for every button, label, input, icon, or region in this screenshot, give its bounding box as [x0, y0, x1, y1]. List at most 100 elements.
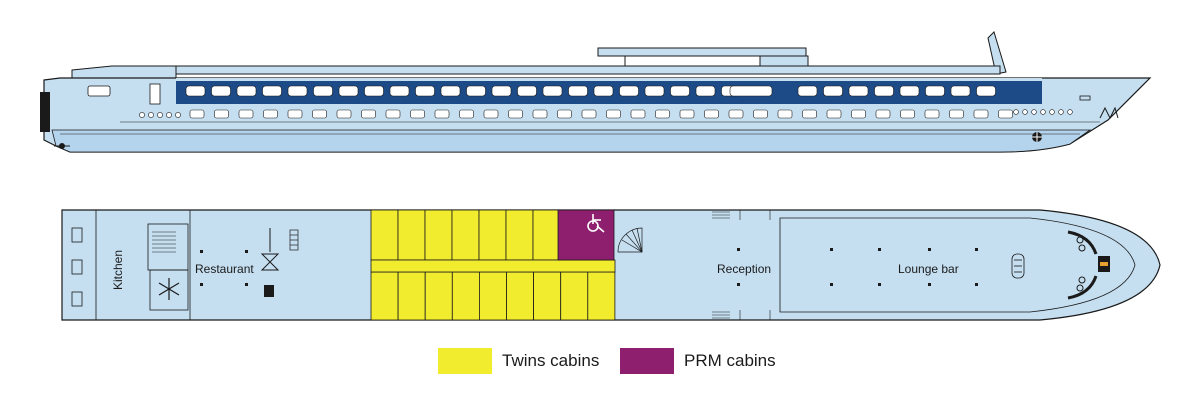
lower-window [385, 109, 401, 119]
lower-window [459, 109, 474, 119]
twin-cabin [478, 209, 507, 261]
lower-window [410, 109, 425, 119]
twin-cabin [370, 209, 399, 261]
lower-window [557, 109, 572, 119]
lounge-outline [779, 217, 1136, 313]
porthole [1013, 109, 1019, 115]
lower-window [924, 109, 940, 119]
prm-cabin [557, 209, 615, 261]
lower-window [777, 109, 793, 119]
upper-window [491, 85, 512, 97]
upper-window [619, 85, 639, 97]
upper-window [695, 85, 716, 97]
lower-window [753, 109, 768, 119]
lower-window [483, 109, 499, 119]
twin-cabin [560, 271, 589, 321]
upper-window [950, 85, 971, 97]
lower-window [973, 109, 989, 119]
lower-window [214, 109, 229, 119]
lower-window [238, 109, 254, 119]
cabin-corridor [370, 259, 616, 273]
upper-window [313, 85, 333, 97]
lower-windows [189, 109, 1013, 119]
twin-cabin [397, 209, 426, 261]
twin-cabin [532, 209, 561, 261]
label-restaurant: Restaurant [195, 262, 254, 276]
upper-window [848, 85, 869, 97]
bow-mooring [1067, 230, 1110, 300]
twin-cabin [505, 209, 534, 261]
lower-window [508, 109, 523, 119]
upper-window [517, 85, 537, 97]
porthole [148, 112, 154, 118]
lower-window [581, 109, 597, 119]
upper-window [185, 85, 206, 97]
upper-window [670, 85, 690, 97]
legend-swatch-prm [620, 348, 674, 374]
lower-window [679, 109, 695, 119]
legend-item-prm: PRM cabins [620, 348, 776, 374]
lower-window [728, 109, 744, 119]
porthole [1031, 109, 1037, 115]
wheelchair-icon [587, 214, 605, 233]
lower-window [949, 109, 964, 119]
restaurant-column [264, 285, 274, 297]
porthole [1049, 109, 1055, 115]
label-lounge-bar: Lounge bar [898, 262, 959, 276]
spiral-staircase-icon [617, 227, 643, 253]
bow-emblem [1099, 106, 1119, 120]
upper-window [262, 85, 282, 97]
cold-room [149, 269, 189, 311]
lower-window [606, 109, 621, 119]
twin-cabin [451, 271, 480, 321]
twin-cabin [397, 271, 426, 321]
porthole [1022, 109, 1028, 115]
porthole [157, 112, 163, 118]
porthole [1058, 109, 1064, 115]
upper-window [568, 85, 588, 97]
portholes [139, 109, 1073, 118]
lower-window [704, 109, 719, 119]
porthole [1040, 109, 1046, 115]
twin-cabin [478, 271, 507, 321]
upper-window [364, 85, 384, 97]
lower-window [263, 109, 278, 119]
hourglass-icon [260, 228, 280, 271]
reception-vents [712, 210, 771, 320]
lower-window [802, 109, 817, 119]
twin-cabin [506, 271, 535, 321]
upper-window [874, 85, 894, 97]
upper-windows [185, 85, 996, 97]
upper-window [389, 85, 410, 97]
restaurant-vent [289, 229, 299, 251]
porthole [139, 112, 145, 118]
twin-cabin [587, 271, 616, 321]
upper-window [542, 85, 563, 97]
upper-window [440, 85, 461, 97]
upper-window [899, 85, 920, 97]
twin-cabins [370, 209, 616, 321]
upper-window [644, 85, 665, 97]
twin-cabin [451, 209, 480, 261]
upper-window [287, 85, 308, 97]
upper-window [976, 85, 996, 97]
label-kitchen: Kitchen [111, 250, 125, 290]
lower-window [532, 109, 548, 119]
twin-cabin [424, 209, 453, 261]
upper-window [415, 85, 435, 97]
legend-item-twins: Twins cabins [438, 348, 599, 374]
lower-window [900, 109, 915, 119]
snowflake-icon [158, 278, 180, 300]
lower-window [851, 109, 866, 119]
legend-label-prm: PRM cabins [684, 351, 776, 370]
lower-window [361, 109, 376, 119]
twin-cabin [424, 271, 453, 321]
stern [40, 92, 50, 132]
anchor-icon [1032, 132, 1042, 142]
upper-window [211, 85, 231, 97]
porthole [166, 112, 172, 118]
upper-window [797, 85, 818, 97]
lower-window [655, 109, 670, 119]
